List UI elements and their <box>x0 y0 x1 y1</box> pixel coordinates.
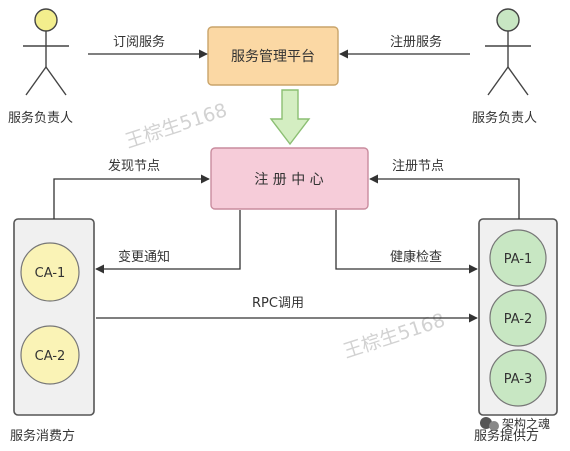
provider-node <box>489 349 547 407</box>
management-platform-label: 服务管理平台 <box>231 49 315 65</box>
register-node-label: 注册节点 <box>392 159 444 174</box>
provider-node <box>489 229 547 287</box>
consumer-node <box>20 242 80 302</box>
sync-down-arrow <box>269 89 311 146</box>
actor-right-label: 服务负责人 <box>472 110 537 126</box>
provider-label: 服务提供方 <box>474 428 539 444</box>
consumer-label: 服务消费方 <box>10 428 75 444</box>
health-check-arrow <box>335 210 478 274</box>
health-check-label: 健康检查 <box>390 249 442 265</box>
rpc-call-label: RPC调用 <box>252 296 304 311</box>
wechat-logo: 架构之魂 <box>480 416 550 431</box>
consumer-node <box>20 325 80 385</box>
management-platform-box <box>207 26 339 86</box>
actor-left-label: 服务负责人 <box>8 110 73 126</box>
watermark-text: 王棕生5168 <box>341 309 448 362</box>
provider-node-label: PA-3 <box>504 372 533 387</box>
watermark-text: 王棕生5168 <box>123 99 230 152</box>
consumer-node-label: CA-1 <box>35 266 66 281</box>
logo-text: 架构之魂 <box>502 416 550 431</box>
actor-right <box>485 8 531 96</box>
consumer-node-label: CA-2 <box>35 349 66 364</box>
provider-node-label: PA-1 <box>504 252 533 267</box>
discover-label: 发现节点 <box>108 158 160 174</box>
subscribe-label: 订阅服务 <box>113 34 165 50</box>
provider-node <box>489 289 547 347</box>
register-node-arrow <box>369 174 520 219</box>
provider-node-label: PA-2 <box>504 312 533 327</box>
logo-bubble-icon <box>489 421 499 431</box>
change-notify-arrow <box>95 210 241 274</box>
registry-center-box <box>210 147 369 210</box>
actor-left <box>23 8 69 96</box>
register-service-label: 注册服务 <box>390 34 442 50</box>
change-notify-label: 变更通知 <box>118 249 170 265</box>
discover-arrow <box>53 174 210 219</box>
actor-head <box>496 8 520 32</box>
registry-center-label: 注 册 中 心 <box>254 172 323 188</box>
actor-head <box>34 8 58 32</box>
